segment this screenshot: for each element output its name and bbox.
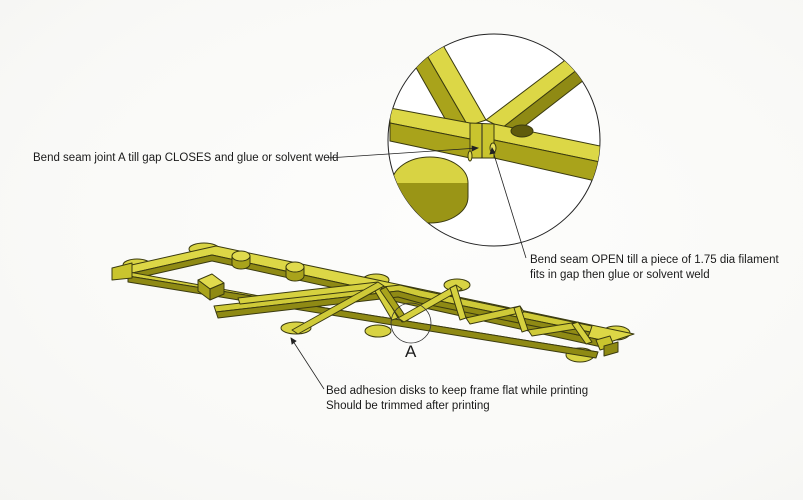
adhesion-disks-callout: Bed adhesion disks to keep frame flat wh…	[326, 384, 588, 414]
seam-open-line-1: Bend seam OPEN till a piece of 1.75 dia …	[530, 254, 779, 266]
joint-a-label: A	[405, 342, 417, 361]
seam-open-line-2: fits in gap then glue or solvent weld	[530, 269, 710, 281]
disks-line-1: Bed adhesion disks to keep frame flat wh…	[326, 385, 589, 397]
joint-a-marker	[390, 302, 432, 344]
truss-frame	[111, 242, 635, 363]
detail-view	[387, 33, 601, 247]
seam-open-callout: Bend seam OPEN till a piece of 1.75 dia …	[530, 253, 779, 283]
leader-lines	[290, 145, 527, 390]
joint-a-callout: Bend seam joint A till gap CLOSES and gl…	[33, 152, 339, 164]
disks-line-2: Should be trimmed after printing	[326, 400, 490, 412]
